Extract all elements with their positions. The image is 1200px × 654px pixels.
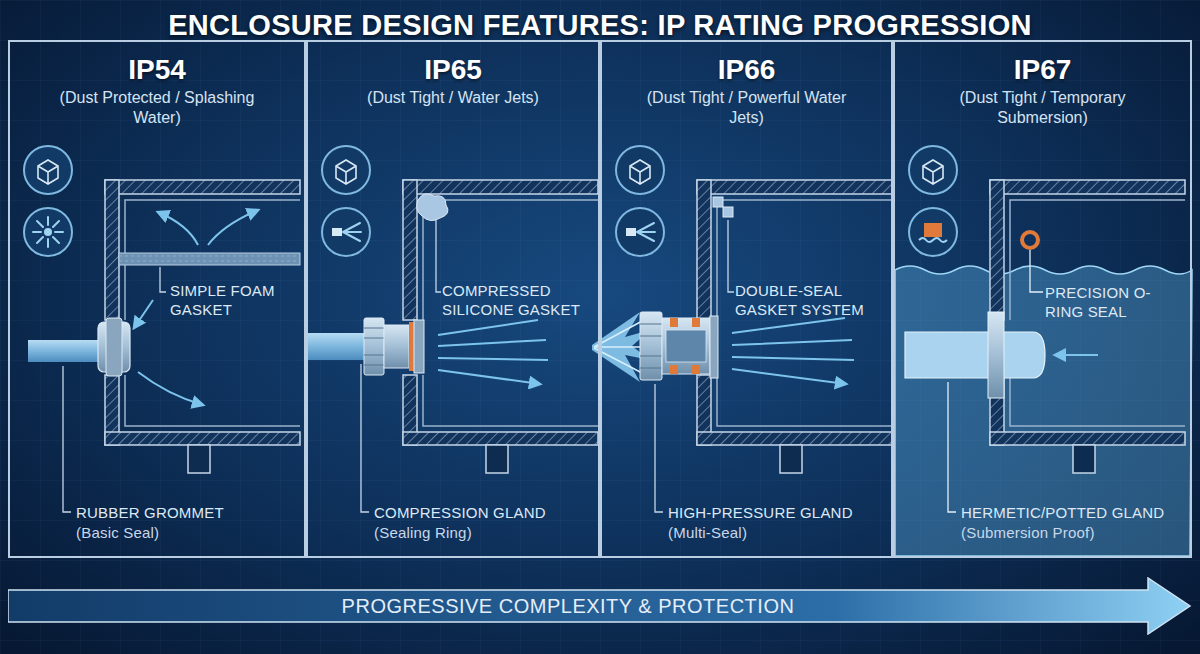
arrow-body xyxy=(8,578,1190,634)
part-note: (Multi-Seal) xyxy=(668,523,747,542)
rating-description: (Dust Protected / Splashing Water) xyxy=(50,88,265,128)
part-label: DOUBLE-SEAL GASKET SYSTEM xyxy=(735,281,885,319)
part-label: COMPRESSED SILICONE GASKET xyxy=(442,281,592,319)
part-note: (Sealing Ring) xyxy=(374,523,472,542)
title: ENCLOSURE DESIGN FEATURES: IP RATING PRO… xyxy=(0,9,1200,42)
rating-description: (Dust Tight / Powerful Water Jets) xyxy=(639,88,854,128)
part-label: COMPRESSION GLAND xyxy=(374,503,546,522)
rating-code: IP65 xyxy=(308,54,598,86)
part-note: (Basic Seal) xyxy=(76,523,159,542)
band-text: PROGRESSIVE COMPLEXITY & PROTECTION xyxy=(8,595,1128,618)
part-label: RUBBER GROMMET xyxy=(76,503,224,522)
rating-code: IP54 xyxy=(10,54,304,86)
rating-description: (Dust Tight / Temporary Submersion) xyxy=(935,88,1150,128)
ip65-drawing xyxy=(308,146,598,512)
ip67-drawing xyxy=(895,146,1192,556)
part-label: HERMETIC/POTTED GLAND xyxy=(961,503,1164,522)
rating-description: (Dust Tight / Water Jets) xyxy=(346,88,561,108)
part-note: (Submersion Proof) xyxy=(961,523,1095,542)
progress-arrow: PROGRESSIVE COMPLEXITY & PROTECTION xyxy=(8,577,1192,635)
ip54-drawing xyxy=(24,146,300,512)
rating-code: IP67 xyxy=(895,54,1190,86)
part-label: PRECISION O-RING SEAL xyxy=(1045,283,1185,321)
part-label: HIGH-PRESSURE GLAND xyxy=(668,503,853,522)
rating-code: IP66 xyxy=(602,54,891,86)
ip66-drawing xyxy=(592,146,892,512)
part-label: SIMPLE FOAM GASKET xyxy=(170,281,288,319)
